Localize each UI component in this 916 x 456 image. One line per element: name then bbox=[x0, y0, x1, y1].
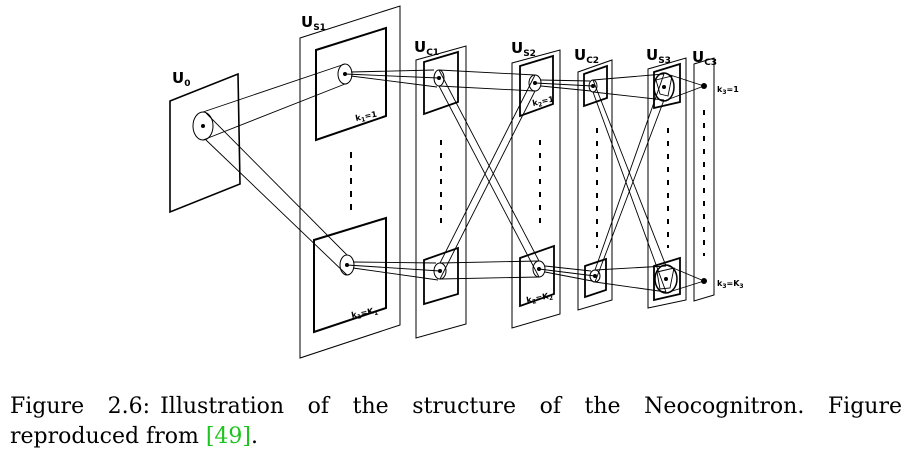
layer-uc3 bbox=[693, 57, 715, 302]
dot-uc2-top bbox=[591, 84, 595, 88]
dot-us2-top bbox=[533, 81, 537, 85]
dot-uc1-top bbox=[437, 76, 441, 80]
dot-uc1-bottom bbox=[438, 269, 442, 273]
dot-uc2-bottom bbox=[593, 274, 597, 278]
caption-text: Illustration of the structure of the Neo… bbox=[10, 394, 902, 449]
caption-label: Figure 2.6: bbox=[10, 394, 151, 419]
caption-suffix: . bbox=[250, 424, 258, 449]
label-s2-top: k2=1 bbox=[532, 95, 556, 110]
dot-uc3-top bbox=[701, 83, 707, 89]
unit-dots bbox=[201, 72, 707, 284]
connections bbox=[202, 63, 705, 294]
label-c3-bottom: k3=K3 bbox=[717, 279, 744, 290]
layer-us1 bbox=[299, 5, 401, 359]
layer-uc2 bbox=[577, 59, 613, 311]
label-u0: U0 bbox=[172, 69, 190, 89]
figure-caption: Figure 2.6:Illustration of the structure… bbox=[10, 392, 902, 452]
plane-u0 bbox=[169, 72, 241, 214]
label-us3: US3 bbox=[646, 46, 671, 66]
label-us1: US1 bbox=[301, 13, 326, 33]
dot-us2-bottom bbox=[537, 267, 541, 271]
label-uc1: UC1 bbox=[414, 38, 439, 58]
layer-us2 bbox=[511, 49, 561, 329]
dot-uc3-bottom bbox=[701, 278, 707, 284]
label-s1-bottom: k1=K1 bbox=[351, 306, 379, 322]
label-uc3: UC3 bbox=[692, 48, 717, 68]
label-c3-top: k3=1 bbox=[717, 85, 739, 96]
citation-link[interactable]: [49] bbox=[205, 424, 251, 449]
label-us2: US2 bbox=[511, 39, 536, 59]
neocognitron-diagram: U0 US1 UC1 US2 UC2 US3 UC3 k1=1 k1=K1 k2… bbox=[169, 5, 744, 359]
dot-u0 bbox=[201, 124, 205, 128]
label-uc2: UC2 bbox=[574, 46, 599, 66]
diagram-svg: U0 US1 UC1 US2 UC2 US3 UC3 k1=1 k1=K1 k2… bbox=[169, 5, 744, 359]
dot-us1-top bbox=[343, 72, 347, 76]
label-s1-top: k1=1 bbox=[355, 110, 379, 125]
dot-us3-bottom bbox=[664, 277, 668, 281]
dot-us3-top bbox=[662, 85, 666, 89]
dot-us1-bottom bbox=[345, 263, 349, 267]
label-s2-bottom: k2=K2 bbox=[526, 291, 554, 307]
